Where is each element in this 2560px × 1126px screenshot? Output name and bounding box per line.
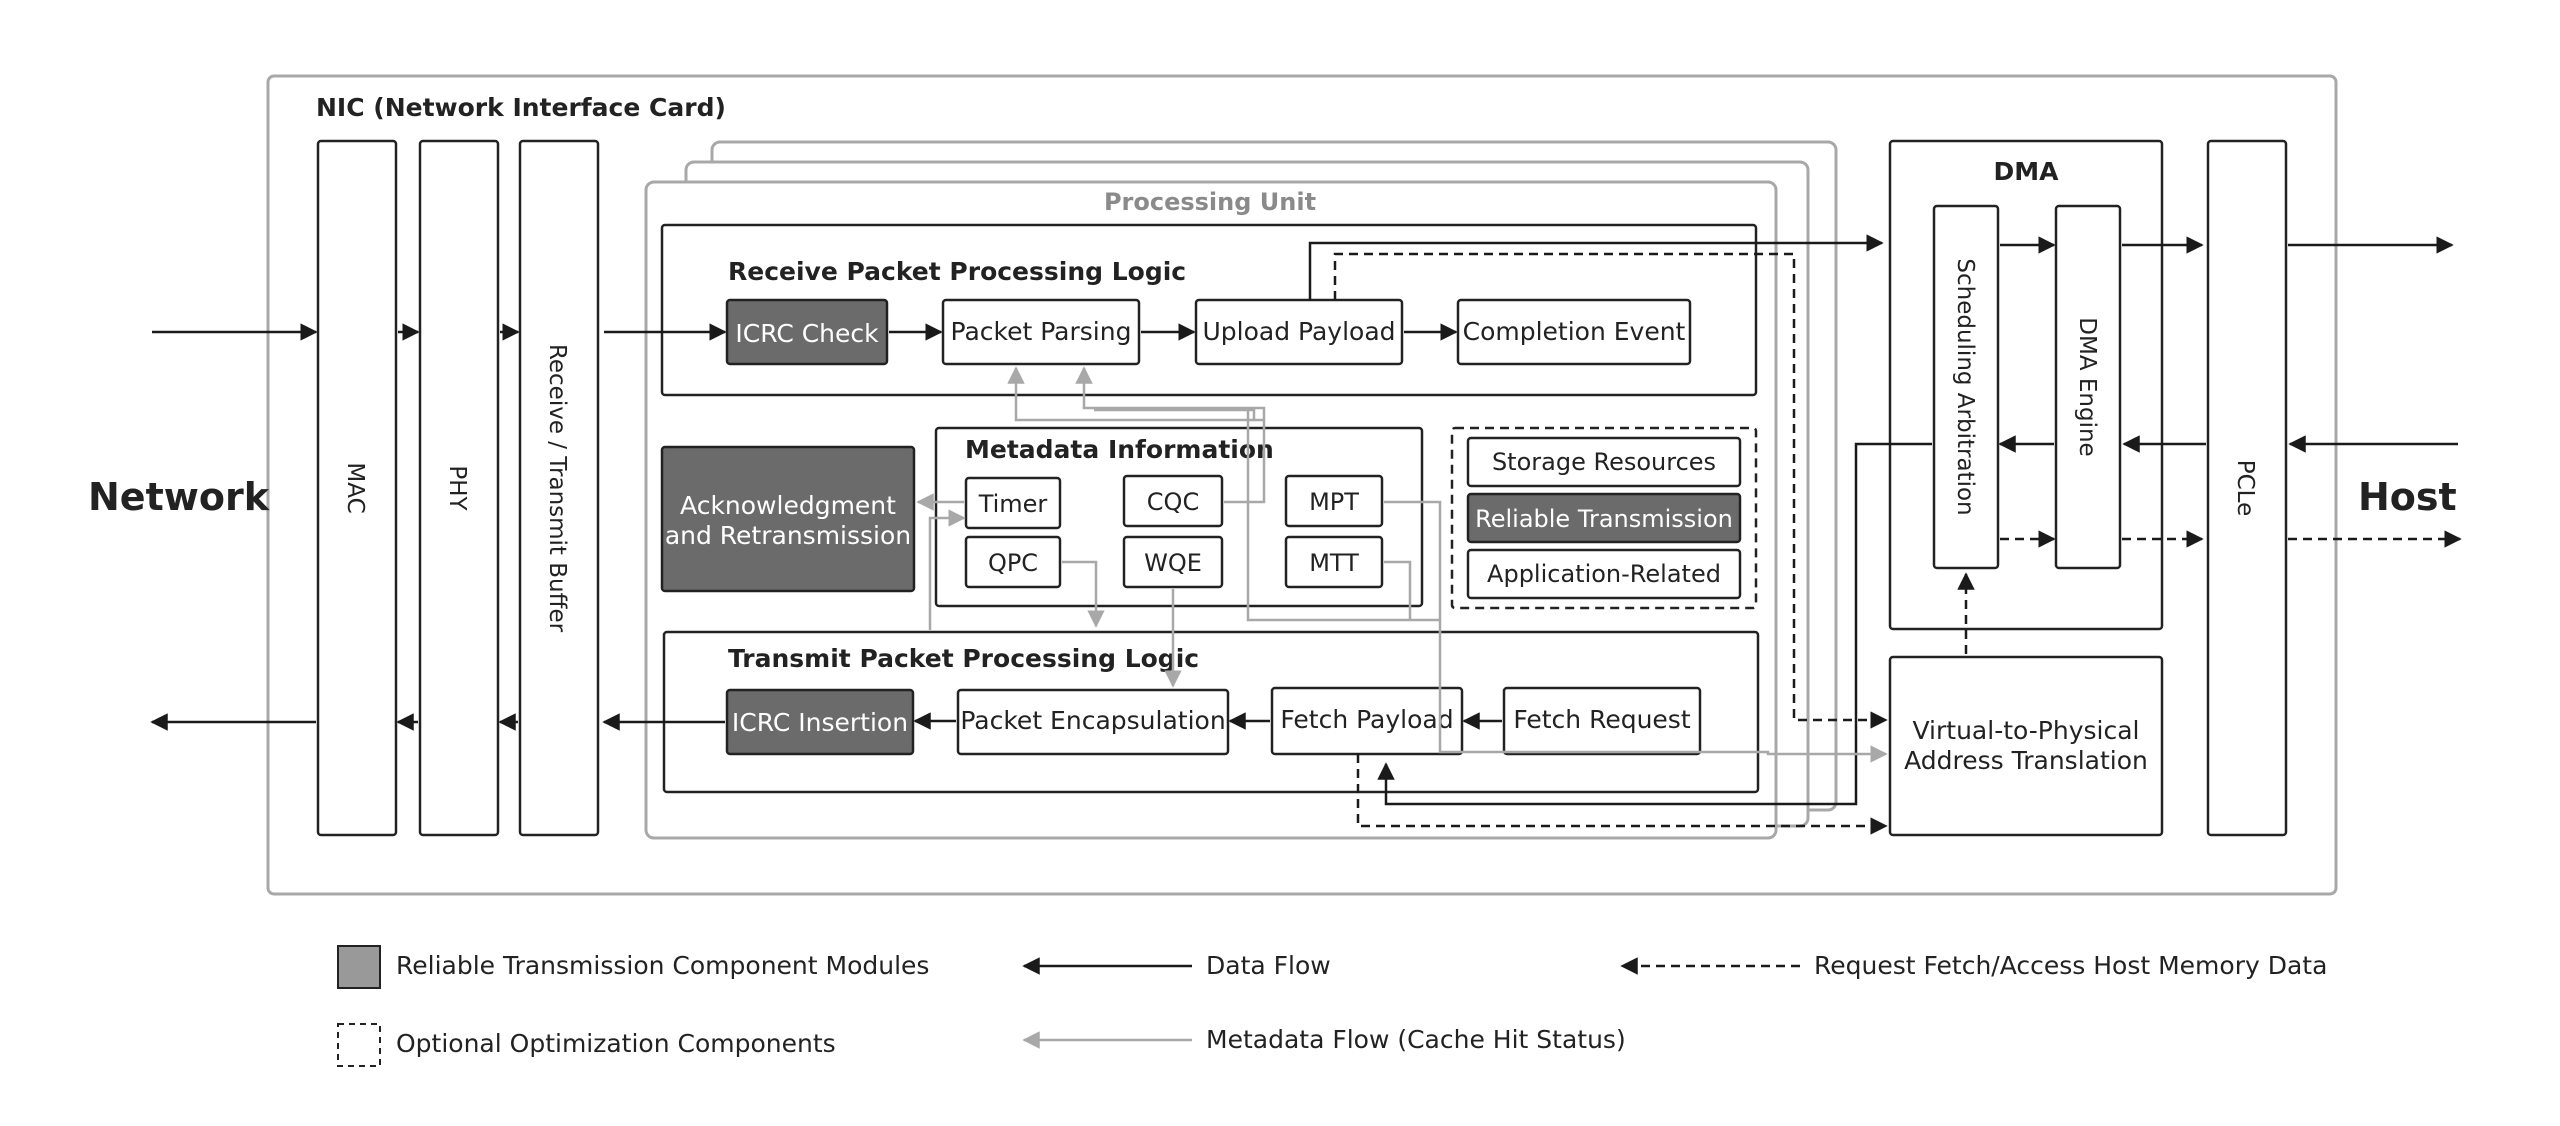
phy-label: PHY [444, 465, 470, 511]
icrc-insertion-box [725, 688, 915, 756]
icrc-insertion-label: ICRC Insertion [732, 708, 908, 737]
qpc-box [964, 535, 1062, 589]
icrc-check-box [725, 298, 889, 366]
nic-frame [266, 74, 2338, 896]
timer-box [964, 476, 1062, 530]
transmit-logic-title: Transmit Packet Processing Logic [728, 644, 1199, 673]
pcie-label: PCLe [2232, 460, 2258, 517]
dma-engine-label: DMA Engine [2074, 317, 2100, 456]
completion-event-box [1456, 298, 1692, 366]
mpt-box [1284, 474, 1384, 528]
reliable-transmission-label: Reliable Transmission [1475, 505, 1733, 533]
address-translation-line2: Address Translation [1904, 746, 2148, 775]
pcie-box [2206, 139, 2288, 837]
cqc-label: CQC [1147, 488, 1199, 516]
legend-optional-label: Optional Optimization Components [396, 1029, 836, 1058]
wqe-box [1122, 535, 1224, 589]
network-label: Network [88, 475, 270, 519]
packet-parsing-box [941, 298, 1141, 366]
application-related-box [1466, 548, 1742, 600]
wqe-label: WQE [1144, 549, 1202, 577]
scheduling-arbitration-label: Scheduling Arbitration [1952, 258, 1978, 515]
qpc-label: QPC [988, 549, 1038, 577]
nic-title: NIC (Network Interface Card) [316, 93, 726, 122]
data-flow-arrows [150, 234, 2458, 806]
fetch-payload-label: Fetch Payload [1280, 705, 1453, 734]
buffer-label: Receive / Transmit Buffer [544, 344, 570, 633]
dma-title: DMA [1994, 157, 2060, 186]
metadata-flow-arrows [916, 366, 1888, 763]
application-related-label: Application-Related [1487, 560, 1721, 588]
fetch-payload-box [1270, 686, 1464, 756]
storage-resources-label: Storage Resources [1492, 448, 1716, 476]
fetch-request-box [1502, 686, 1702, 756]
legend-metadata-flow-label: Metadata Flow (Cache Hit Status) [1206, 1025, 1626, 1054]
ack-line1: Acknowledgment [680, 491, 896, 520]
fetch-request-label: Fetch Request [1513, 705, 1690, 734]
mac-box [316, 139, 398, 837]
packet-encapsulation-box [956, 688, 1230, 756]
completion-event-label: Completion Event [1463, 317, 1686, 346]
legend-reliable-swatch [337, 945, 381, 989]
legend-request-fetch-label: Request Fetch/Access Host Memory Data [1814, 951, 2327, 980]
dma-engine-box [2054, 204, 2122, 570]
legend-reliable-label: Reliable Transmission Component Modules [396, 951, 929, 980]
upload-payload-box [1194, 298, 1404, 366]
processing-unit-title: Processing Unit [1104, 188, 1316, 216]
packet-parsing-label: Packet Parsing [951, 317, 1132, 346]
address-translation-line1: Virtual-to-Physical [1913, 716, 2140, 745]
mac-label: MAC [342, 462, 368, 513]
packet-encapsulation-label: Packet Encapsulation [960, 706, 1225, 735]
metadata-title: Metadata Information [965, 435, 1274, 464]
timer-label: Timer [978, 490, 1048, 518]
request-fetch-arrows [1333, 252, 2462, 835]
storage-resources-box [1466, 436, 1742, 488]
mtt-label: MTT [1309, 549, 1359, 577]
scheduling-arbitration-box [1932, 204, 2000, 570]
mtt-box [1284, 535, 1384, 589]
reliable-transmission-box [1466, 492, 1742, 544]
upload-payload-label: Upload Payload [1202, 317, 1395, 346]
ack-retransmission-box [660, 445, 916, 593]
address-translation-box [1888, 655, 2164, 837]
legend-data-flow-label: Data Flow [1206, 951, 1331, 980]
host-label: Host [2358, 475, 2457, 519]
receive-logic-title: Receive Packet Processing Logic [728, 257, 1186, 286]
buffer-box [518, 139, 600, 837]
cqc-box [1122, 474, 1224, 528]
mpt-label: MPT [1309, 488, 1359, 516]
legend-optional-swatch [337, 1023, 381, 1067]
phy-box [418, 139, 500, 837]
icrc-check-label: ICRC Check [735, 319, 879, 348]
ack-line2: and Retransmission [665, 521, 911, 550]
